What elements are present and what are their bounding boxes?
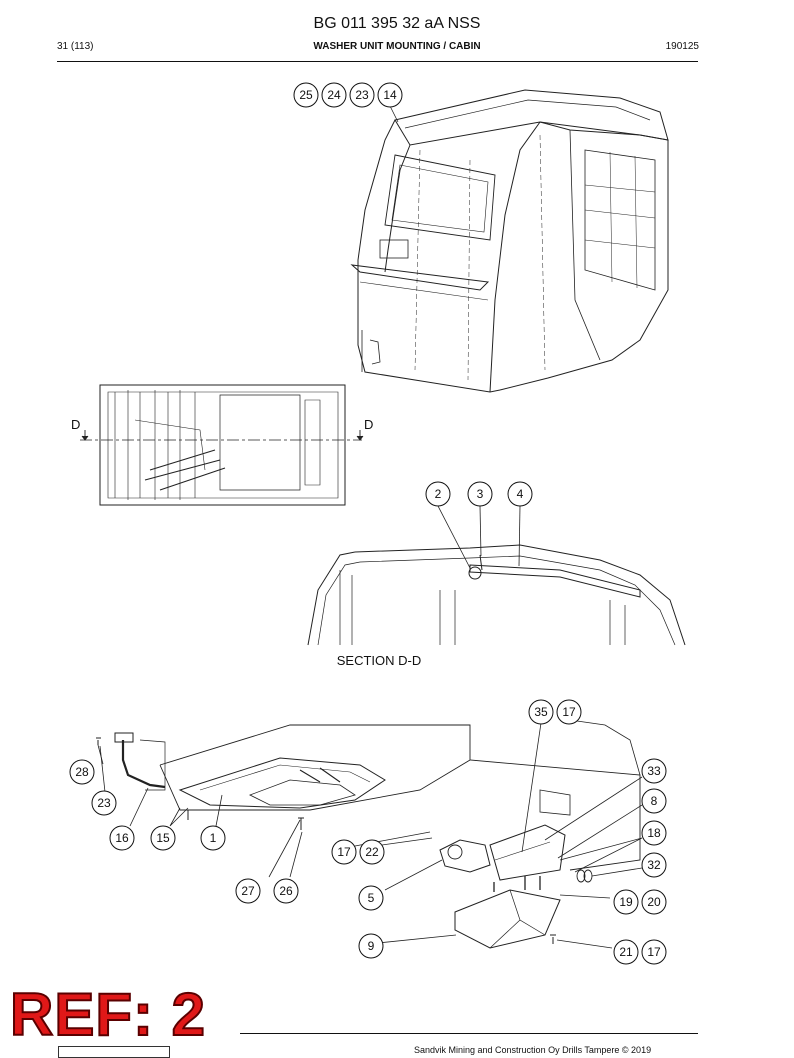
svg-text:15: 15: [156, 831, 170, 845]
washer-unit-exploded-view: [96, 719, 641, 949]
footer-copyright: Sandvik Mining and Construction Oy Drill…: [414, 1045, 652, 1055]
leader-lines: [97, 105, 643, 949]
svg-text:25: 25: [299, 88, 313, 102]
callout-17: 17: [556, 699, 582, 725]
callout-14: 14: [377, 82, 403, 108]
svg-text:23: 23: [355, 88, 369, 102]
callout-33: 33: [641, 758, 667, 784]
callout-2: 2: [425, 481, 451, 507]
callout-bubbles: 25 24 23 14 2 3 4 35 17 33 8 18 32 28 23…: [69, 82, 667, 965]
svg-text:17: 17: [337, 845, 351, 859]
cabin-plan-view: [80, 384, 364, 506]
svg-text:3: 3: [477, 487, 484, 501]
svg-text:20: 20: [647, 895, 661, 909]
svg-text:19: 19: [619, 895, 633, 909]
callout-17-c: 17: [641, 939, 667, 965]
section-marker-left: D: [71, 417, 80, 432]
svg-text:14: 14: [383, 88, 397, 102]
svg-text:1: 1: [210, 831, 217, 845]
callout-3: 3: [467, 481, 493, 507]
svg-text:21: 21: [619, 945, 633, 959]
callout-32: 32: [641, 852, 667, 878]
callout-19: 19: [613, 889, 639, 915]
section-dd-view: [307, 544, 686, 646]
document-date: 190125: [665, 41, 699, 52]
svg-text:32: 32: [647, 858, 661, 872]
svg-text:24: 24: [327, 88, 341, 102]
callout-26: 26: [273, 878, 299, 904]
svg-text:33: 33: [647, 764, 661, 778]
ref-stamp: REF: 2: [9, 981, 207, 1048]
callout-28: 28: [69, 759, 95, 785]
cabin-isometric-view: [350, 89, 669, 393]
callout-27: 27: [235, 878, 261, 904]
svg-text:22: 22: [365, 845, 379, 859]
svg-text:18: 18: [647, 826, 661, 840]
callout-23: 23: [349, 82, 375, 108]
callout-16: 16: [109, 825, 135, 851]
svg-text:2: 2: [435, 487, 442, 501]
svg-text:23: 23: [97, 796, 111, 810]
page-subtitle: WASHER UNIT MOUNTING / CABIN: [313, 41, 481, 52]
callout-25: 25: [293, 82, 319, 108]
svg-text:17: 17: [647, 945, 661, 959]
svg-text:17: 17: [562, 705, 576, 719]
callout-17-b: 17: [331, 839, 357, 865]
svg-text:35: 35: [534, 705, 548, 719]
callout-8: 8: [641, 788, 667, 814]
svg-text:28: 28: [75, 765, 89, 779]
callout-1: 1: [200, 825, 226, 851]
header-rule: [57, 61, 698, 62]
section-label: SECTION D-D: [337, 653, 422, 668]
svg-text:8: 8: [651, 794, 658, 808]
footer-rule: [240, 1033, 698, 1034]
callout-15: 15: [150, 825, 176, 851]
callout-20: 20: [641, 889, 667, 915]
callout-24: 24: [321, 82, 347, 108]
callout-18: 18: [641, 820, 667, 846]
callout-5: 5: [358, 885, 384, 911]
page-number: 31 (113): [57, 41, 94, 52]
callout-21: 21: [613, 939, 639, 965]
callout-9: 9: [358, 933, 384, 959]
section-marker-right: D: [364, 417, 373, 432]
document-title: BG 011 395 32 aA NSS: [313, 15, 481, 32]
svg-text:5: 5: [368, 891, 375, 905]
callout-35: 35: [528, 699, 554, 725]
svg-text:9: 9: [368, 939, 375, 953]
callout-23-floor: 23: [91, 790, 117, 816]
footer-logo: [58, 1046, 170, 1058]
svg-text:27: 27: [241, 884, 255, 898]
callout-4: 4: [507, 481, 533, 507]
svg-text:4: 4: [517, 487, 524, 501]
svg-text:26: 26: [279, 884, 293, 898]
callout-22: 22: [359, 839, 385, 865]
svg-text:16: 16: [115, 831, 129, 845]
